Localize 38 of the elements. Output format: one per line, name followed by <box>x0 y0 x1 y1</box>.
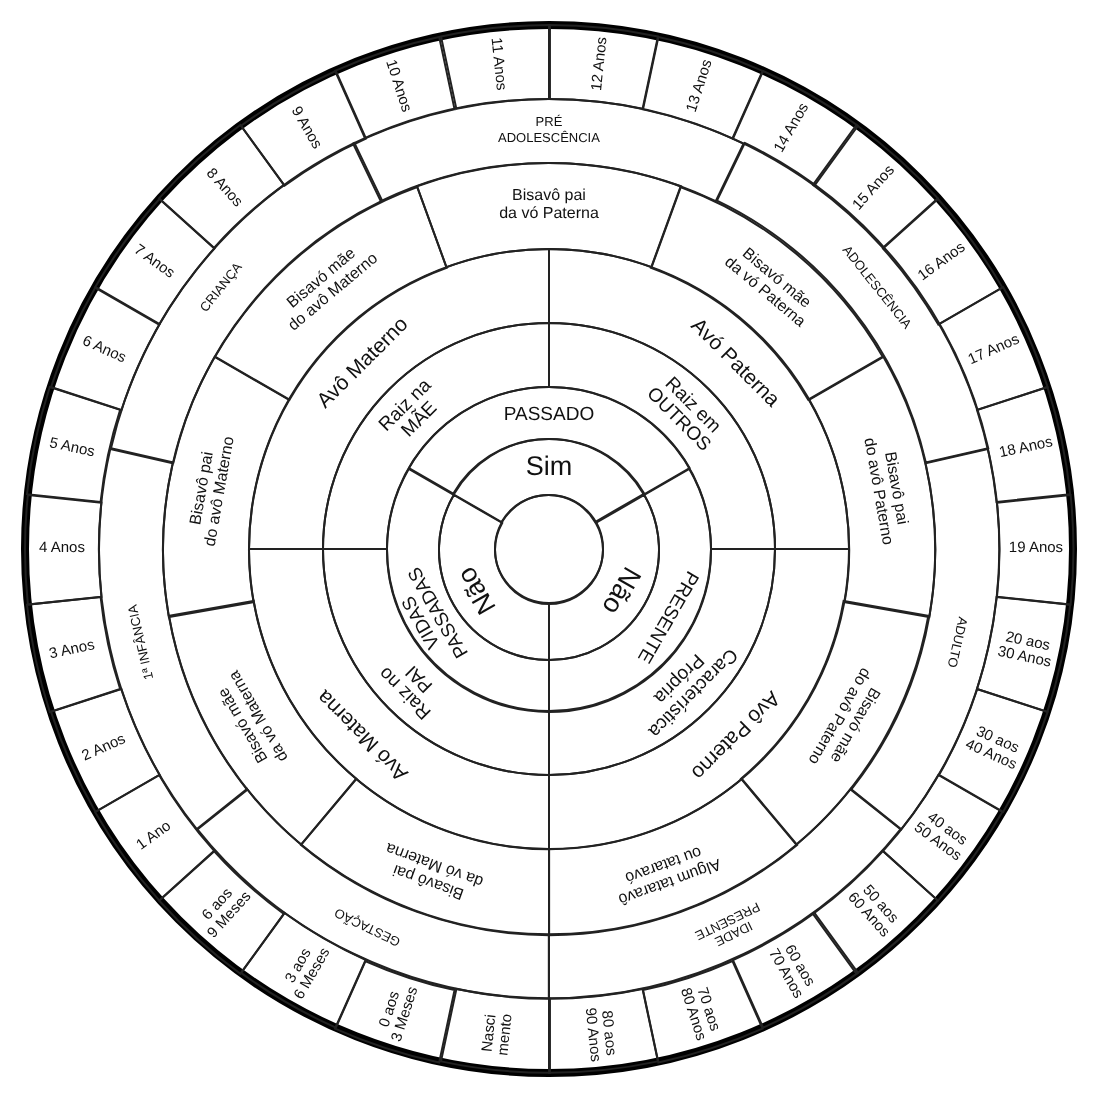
ring-segment <box>812 124 940 249</box>
ring-segment <box>94 773 216 901</box>
ring-segment <box>322 548 550 776</box>
ring-segment <box>439 988 550 1074</box>
ring-segment <box>548 24 659 110</box>
ring-segment <box>807 355 936 617</box>
ring-segment <box>49 286 161 411</box>
great-grandparent-label: Bisavô pai da vó Paterna <box>499 188 599 224</box>
answer-label: Sim <box>525 452 573 482</box>
ring-segment <box>641 959 764 1063</box>
ring-segment <box>439 24 550 110</box>
ring-segment <box>882 773 1004 901</box>
ring-segment <box>415 162 682 269</box>
great-grandparent-label: Bisavô pai do avô Paterno <box>860 433 914 546</box>
ring-segment <box>334 959 457 1063</box>
ring-segment <box>334 35 457 139</box>
ring-segment <box>975 386 1072 503</box>
ring-segment <box>158 849 286 974</box>
ring-segment <box>158 124 286 249</box>
ring-segment <box>995 493 1074 605</box>
great-grandparent-label: Bisavô pai do avô Materno <box>184 432 239 548</box>
ring-segment <box>26 595 122 712</box>
ring-segment <box>162 355 291 617</box>
ring-segment <box>548 788 902 1000</box>
ring-segment <box>240 69 367 186</box>
ring-segment <box>26 386 122 503</box>
ring-segment <box>975 595 1072 712</box>
time-label: PASSADO <box>503 404 595 426</box>
ring-segment <box>49 687 161 812</box>
ring-segment <box>641 35 764 139</box>
center-circle <box>494 494 604 604</box>
ring-segment <box>937 286 1049 411</box>
ring-segment <box>24 493 103 605</box>
ring-segment <box>452 438 646 523</box>
ring-segment <box>937 687 1049 812</box>
ring-segment <box>731 69 858 186</box>
ring-segment <box>548 988 659 1074</box>
answer-label: Não <box>594 561 646 619</box>
